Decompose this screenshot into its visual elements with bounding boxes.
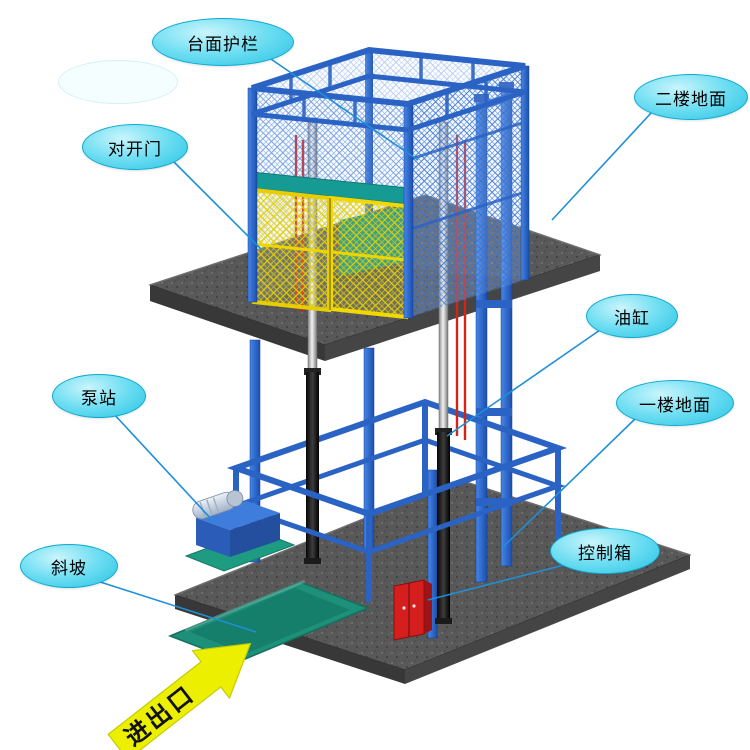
cage <box>247 46 530 320</box>
callout-double-swing-door: 对开门 <box>82 124 188 170</box>
leader-line <box>93 579 257 633</box>
callout-label: 对开门 <box>108 139 162 159</box>
double-door <box>252 187 408 320</box>
callout-label: 二楼地面 <box>655 89 727 109</box>
callout-oil-cylinder: 油缸 <box>586 294 678 338</box>
faded-callout <box>58 60 178 104</box>
pump-motor <box>192 490 244 520</box>
cage-right-mesh <box>408 66 525 318</box>
leader-line <box>551 111 653 221</box>
callout-label: 控制箱 <box>578 543 632 563</box>
guard-frame-front <box>235 445 559 555</box>
leader-lines <box>93 56 653 633</box>
ramp <box>167 579 371 663</box>
leader-line <box>446 329 601 437</box>
callout-label: 一楼地面 <box>639 395 711 415</box>
callout-platform-guardrail: 台面护栏 <box>152 18 294 66</box>
leader-line <box>111 411 215 523</box>
leader-line <box>267 56 419 161</box>
leader-line <box>427 563 569 601</box>
callout-ramp: 斜坡 <box>20 544 118 588</box>
callout-pump-station: 泵站 <box>52 374 146 418</box>
callout-label: 泵站 <box>81 388 117 408</box>
callout-control-box: 控制箱 <box>550 528 660 574</box>
pump-station <box>184 490 296 572</box>
callout-label: 斜坡 <box>51 558 87 578</box>
callout-label: 油缸 <box>614 308 650 328</box>
platform-guardrail <box>251 46 526 133</box>
leader-line <box>171 159 263 251</box>
control-box <box>393 579 432 641</box>
callout-first-floor-ground: 一楼地面 <box>616 380 734 426</box>
callout-second-floor-ground: 二楼地面 <box>634 74 748 120</box>
callout-label: 台面护栏 <box>187 34 259 54</box>
leader-line <box>501 417 637 549</box>
